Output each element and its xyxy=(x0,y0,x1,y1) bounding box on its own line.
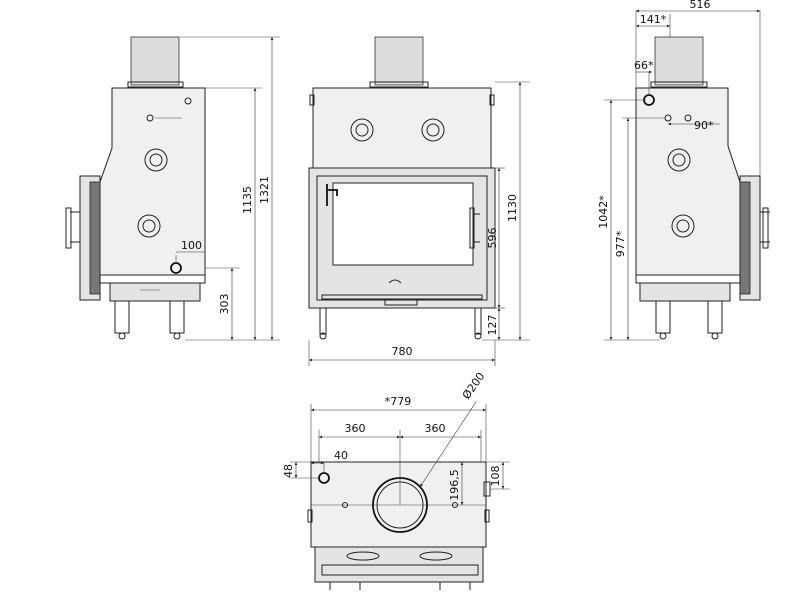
leg-front-left xyxy=(319,307,327,335)
leg-left-1 xyxy=(114,300,130,334)
front-top-body xyxy=(312,87,492,169)
dim-516: 516 xyxy=(690,0,711,11)
front-view: 1130 596 127 780 xyxy=(308,36,530,366)
dim-360-left: 360 xyxy=(345,422,366,435)
air-inlet-front-right xyxy=(421,118,445,142)
dim-diameter-200: Ø200 xyxy=(460,370,488,402)
top-plan-view: *779 360 360 Ø200 40 48 108 196,5 xyxy=(282,370,510,590)
door-latch-front xyxy=(326,184,338,206)
dim-40: 40 xyxy=(334,449,348,462)
side-body-right xyxy=(635,87,741,276)
dim-596: 596 xyxy=(486,228,499,249)
brand-logo xyxy=(388,279,402,284)
leg-left-2 xyxy=(169,300,185,334)
door-glass xyxy=(332,182,474,266)
flue-pipe-front xyxy=(374,36,424,86)
leg-front-right xyxy=(474,307,482,335)
dim-66: 66* xyxy=(634,59,654,72)
air-inlet-front-left xyxy=(350,118,374,142)
dim-141: 141* xyxy=(640,13,667,26)
dim-977: 977* xyxy=(614,230,627,257)
right-side-view: 516 141* 66* 90* 1042* 977* xyxy=(597,0,770,341)
air-inlet-upper-left xyxy=(144,148,168,172)
air-inlet-lower-left xyxy=(137,214,161,238)
dim-1042: 1042* xyxy=(597,195,610,229)
left-side-view: 100 1321 1135 303 xyxy=(65,36,280,341)
dim-303: 303 xyxy=(218,294,231,315)
dim-360-right: 360 xyxy=(425,422,446,435)
dim-780: 780 xyxy=(392,345,413,358)
dim-1321: 1321 xyxy=(258,176,271,204)
leg-right-1 xyxy=(655,300,671,334)
dim-90: 90* xyxy=(694,119,714,132)
air-inlet-upper-right xyxy=(667,148,691,172)
dim-1135: 1135 xyxy=(241,186,254,214)
dim-196-5: 196,5 xyxy=(448,469,461,501)
door-handle-front xyxy=(469,207,475,249)
door-handle-side-left xyxy=(65,207,72,249)
door-handle-side-right xyxy=(762,207,769,249)
dim-1130: 1130 xyxy=(506,194,519,222)
dim-779: *779 xyxy=(385,395,412,408)
flue-pipe-left xyxy=(130,36,180,86)
dim-127: 127 xyxy=(486,315,499,336)
flue-pipe-right xyxy=(654,36,704,86)
dim-100: 100 xyxy=(181,239,202,252)
leg-right-2 xyxy=(707,300,723,334)
dim-48: 48 xyxy=(282,464,295,478)
air-inlet-lower-right xyxy=(671,214,695,238)
dim-108: 108 xyxy=(489,466,502,487)
